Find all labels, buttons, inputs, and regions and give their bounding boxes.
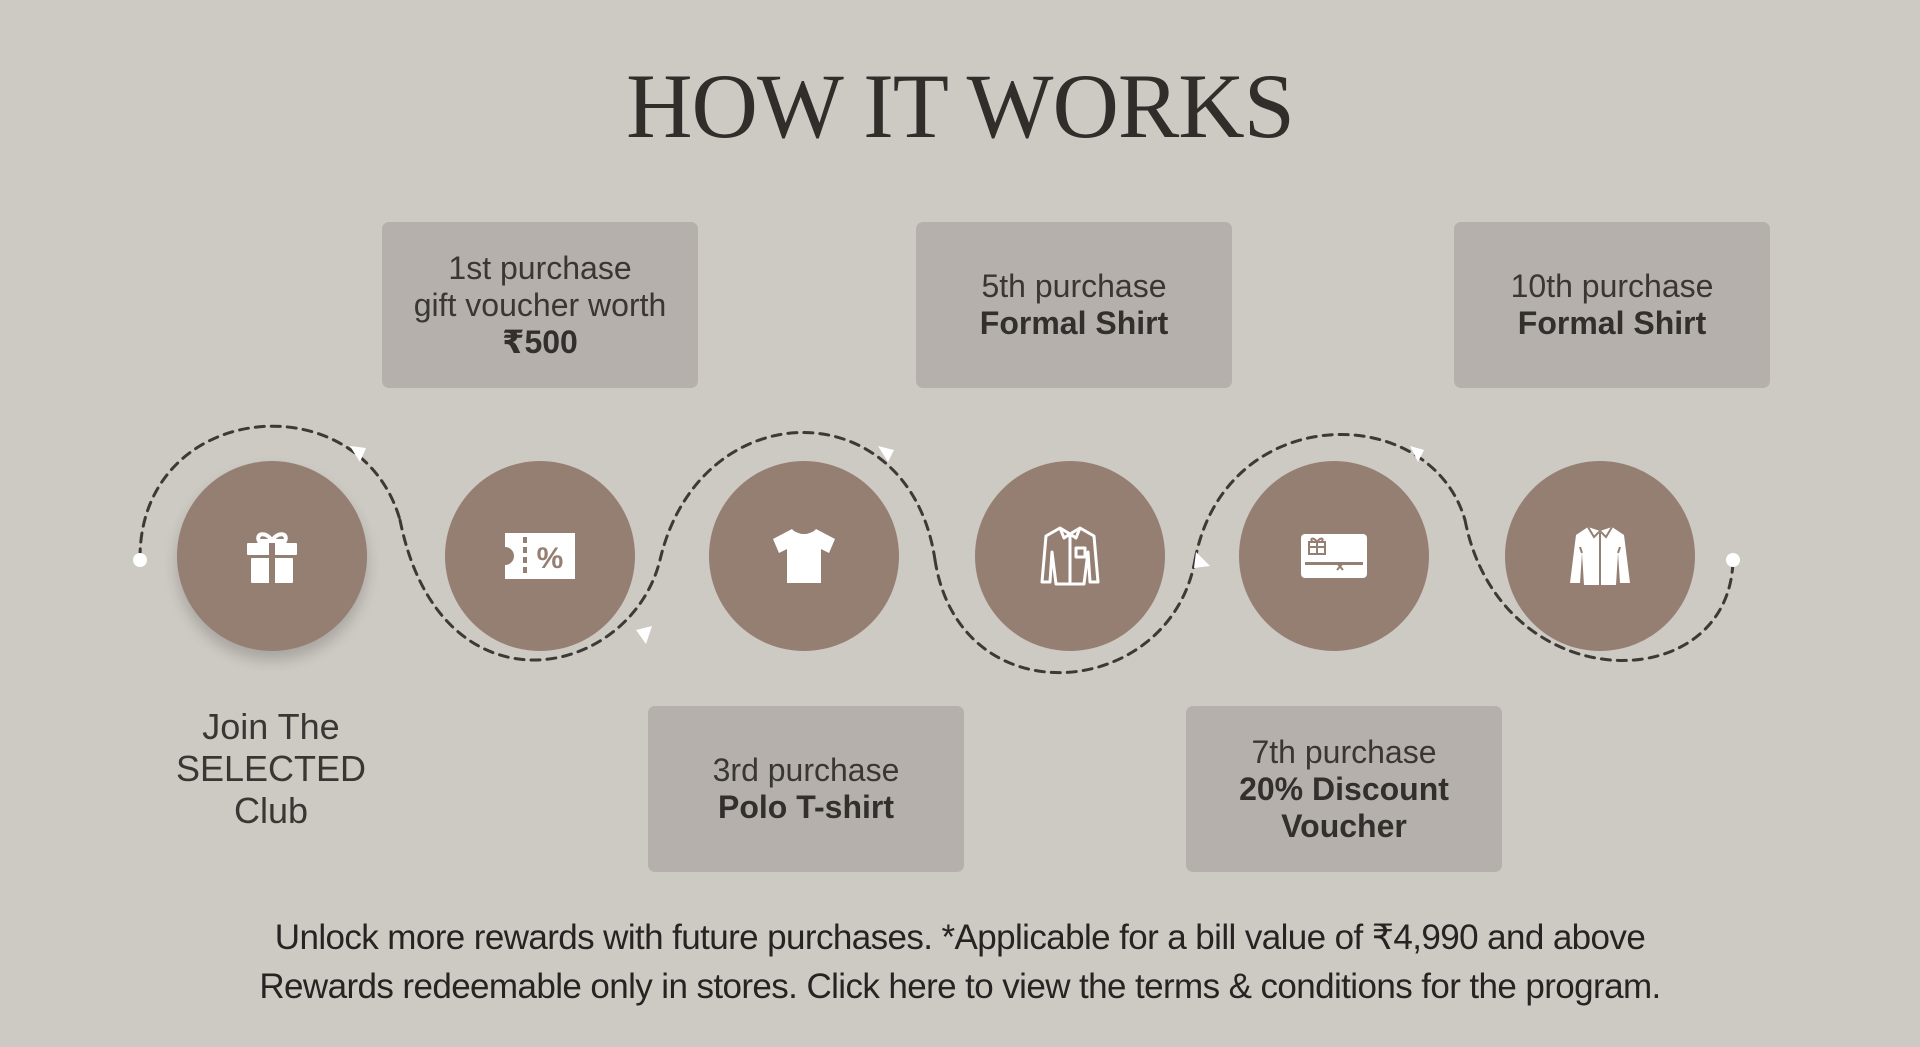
reward-card-line: gift voucher worth bbox=[413, 286, 667, 323]
reward-card-value: Polo T-shirt bbox=[718, 789, 894, 825]
reward-card-3rd-purchase: 3rd purchase Polo T-shirt bbox=[648, 706, 964, 872]
join-label-line: Join The bbox=[202, 706, 340, 747]
path-arrow-5 bbox=[1410, 446, 1424, 462]
svg-text:%: % bbox=[537, 542, 564, 575]
step-circle-5th bbox=[975, 461, 1165, 651]
join-label-line: Club bbox=[233, 790, 309, 831]
step-circle-10th bbox=[1505, 461, 1695, 651]
terms-conditions-link[interactable]: Click here to view the terms & condition… bbox=[806, 967, 1661, 1006]
path-arrow-1 bbox=[350, 446, 366, 462]
reward-card-line: 3rd purchase bbox=[712, 752, 900, 788]
formal-shirt-icon bbox=[1040, 526, 1100, 586]
path-end-dot bbox=[1726, 553, 1740, 567]
join-club-label: Join The SELECTED Club bbox=[140, 706, 402, 832]
reward-card-7th-purchase: 7th purchase 20% Discount Voucher bbox=[1186, 706, 1502, 872]
footer-terms-line: Rewards redeemable only in stores. Click… bbox=[0, 967, 1920, 1007]
path-arrow-3 bbox=[878, 446, 894, 462]
path-arrow-2 bbox=[636, 626, 652, 644]
reward-card-value: Formal Shirt bbox=[1517, 305, 1707, 341]
discount-coupon-icon: % bbox=[505, 533, 575, 579]
reward-card-value: 20% Discount bbox=[1239, 770, 1449, 807]
tshirt-icon bbox=[773, 529, 835, 583]
reward-card-line: 10th purchase bbox=[1510, 268, 1714, 304]
reward-card-value: ₹500 bbox=[502, 323, 578, 360]
reward-card-10th-purchase: 10th purchase Formal Shirt bbox=[1454, 222, 1770, 388]
reward-card-line: 5th purchase bbox=[981, 268, 1167, 304]
path-arrow-4 bbox=[1194, 552, 1210, 568]
reward-card-value: Voucher bbox=[1281, 807, 1407, 844]
step-circle-3rd bbox=[709, 461, 899, 651]
gift-card-icon bbox=[1301, 534, 1367, 578]
footer-note: Unlock more rewards with future purchase… bbox=[274, 918, 1646, 957]
step-circle-1st: % bbox=[445, 461, 635, 651]
reward-card-line: 1st purchase bbox=[448, 249, 632, 286]
shirt-icon bbox=[1570, 526, 1630, 585]
gift-icon bbox=[247, 532, 297, 583]
join-label-line: SELECTED bbox=[175, 748, 367, 789]
reward-card-1st-purchase: 1st purchase gift voucher worth ₹500 bbox=[382, 222, 698, 388]
reward-card-value: Formal Shirt bbox=[979, 305, 1169, 341]
footer-redeem-text: Rewards redeemable only in stores. bbox=[259, 967, 807, 1006]
step-circle-7th bbox=[1239, 461, 1429, 651]
reward-card-5th-purchase: 5th purchase Formal Shirt bbox=[916, 222, 1232, 388]
path-start-dot bbox=[133, 553, 147, 567]
section-title: HOW IT WORKS bbox=[626, 55, 1295, 157]
step-circle-join bbox=[177, 461, 367, 651]
reward-card-line: 7th purchase bbox=[1251, 733, 1437, 770]
